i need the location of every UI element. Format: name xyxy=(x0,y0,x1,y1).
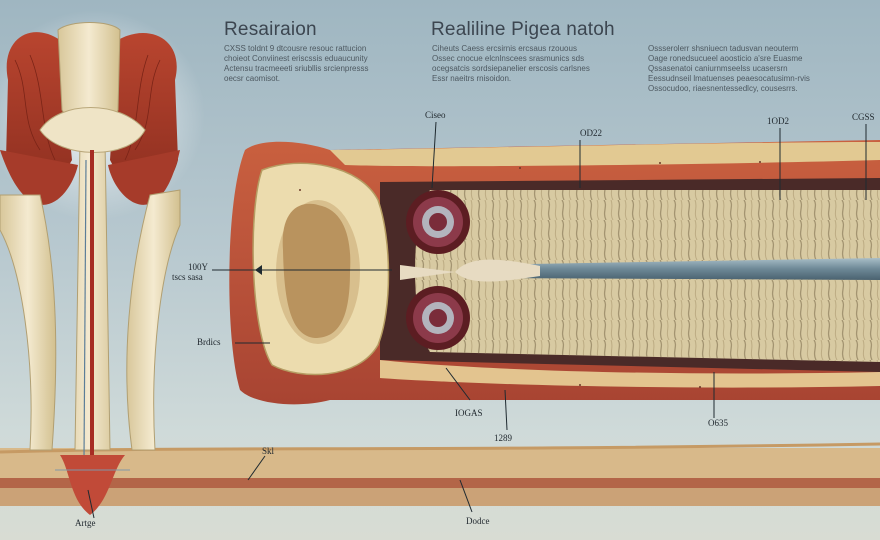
label-1009-sub: tscs sasa xyxy=(172,272,203,282)
paragraph-middle-line: Ciheuts Caess ercsirnis ercsaus rzouous xyxy=(432,44,577,53)
paragraph-left-line: oecsr caomisot. xyxy=(224,74,281,83)
paragraph-right-line: Oage ronedsucueel aoosticio a'sre Euasme xyxy=(648,54,803,63)
label-dodce: Dodce xyxy=(466,516,490,526)
label-gee: Ciseo xyxy=(425,110,446,120)
paragraph-middle: Ciheuts Caess ercsirnis ercsaus rzouous … xyxy=(432,44,590,84)
pointer-marker xyxy=(255,265,262,275)
ground-layers xyxy=(0,442,880,506)
paragraph-right-line: Qssasenatoi caniurnmseelss ucasersrn xyxy=(648,64,788,73)
leader-lines xyxy=(87,121,867,519)
paragraph-right: Ossserolerr shsniuecn tadusvan neouterm … xyxy=(648,44,810,94)
tube-cross-section xyxy=(229,140,880,405)
paragraph-right-line: Ossserolerr shsniuecn tadusvan neouterm xyxy=(648,44,799,53)
label-1289: 1289 xyxy=(494,433,512,443)
paragraph-right-line: Eessudnseil lmatuenses peaesocatusimn-rv… xyxy=(648,74,810,83)
paragraph-right-line: Ossocudoo, riaesnentessedlcy, cousesrrs. xyxy=(648,84,798,93)
label-sk: Skl xyxy=(262,446,275,456)
label-od22: OD22 xyxy=(580,128,602,138)
paragraph-left-line: CXSS toldnt 9 dtcousre resouc rattucion xyxy=(224,44,367,53)
joint-structure xyxy=(0,22,181,515)
paragraph-left-line: Actensu tracmeeeti sriubllis srcienpress… xyxy=(224,64,369,73)
paragraph-left-line: choieot Conviinest eriscssis eduaucunity xyxy=(224,54,368,63)
label-brcns: Brdics xyxy=(197,337,221,347)
paragraph-middle-line: ocegsatcis sordsiepanelier erscosis carl… xyxy=(432,64,590,73)
label-1002: 1OD2 xyxy=(767,116,789,126)
label-o635: O635 xyxy=(708,418,728,428)
paragraph-middle-line: Essr naeitrs rnisoidon. xyxy=(432,74,512,83)
label-1009: 100Y xyxy=(188,262,208,272)
title-middle: Realiline Pigea natoh xyxy=(431,19,615,40)
label-kkso: IOGAS xyxy=(455,408,483,418)
paragraph-middle-line: Ossec cnocue elcnlnscees srasmunics sds xyxy=(432,54,585,63)
paragraph-left: CXSS toldnt 9 dtcousre resouc rattucion … xyxy=(224,44,369,84)
label-artge: Artge xyxy=(75,518,96,528)
title-left: Resairaion xyxy=(224,19,317,40)
label-sgs: CGSS xyxy=(852,112,875,122)
